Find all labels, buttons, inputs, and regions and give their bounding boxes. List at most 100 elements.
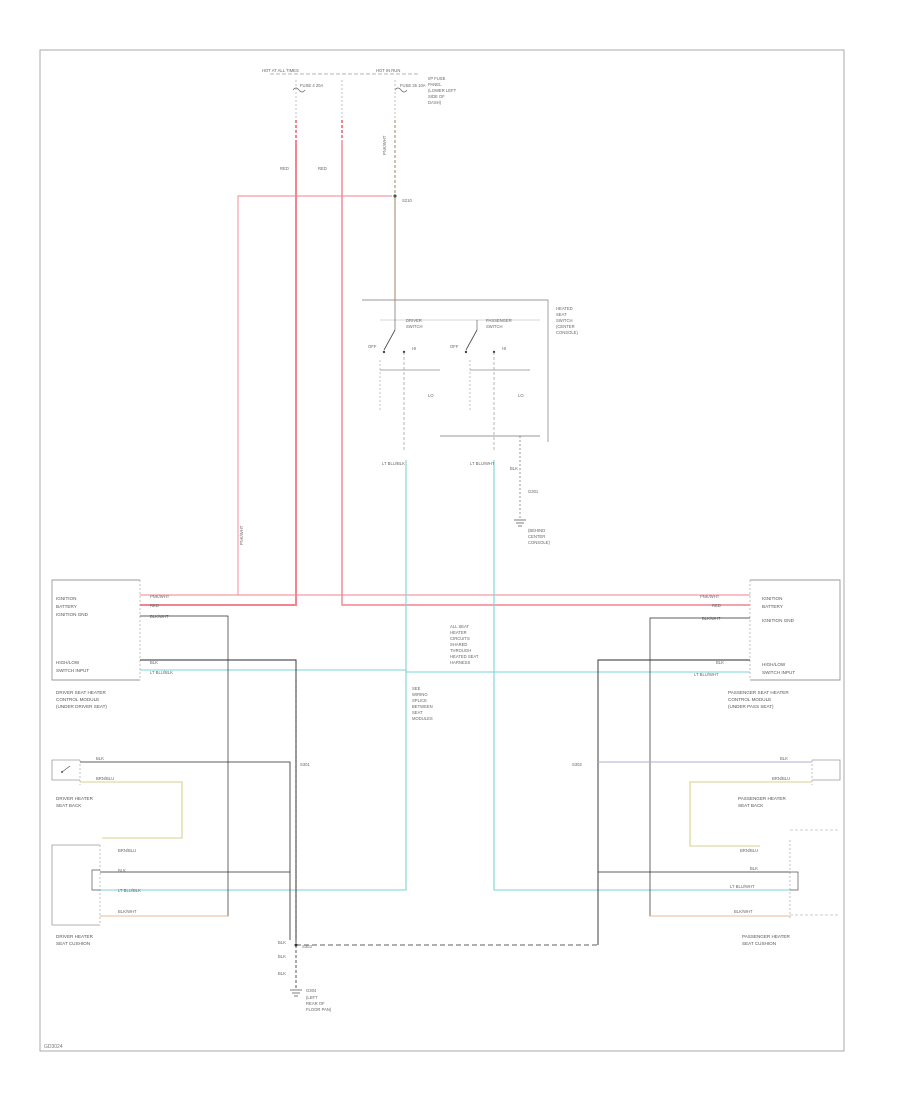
fuse-location-line: PANEL: [428, 82, 442, 87]
passenger-wire-label: RED: [712, 603, 721, 608]
switch-ground-note: CONSOLE): [528, 540, 550, 545]
driver-cushion-wire-label: BRN/BLU: [118, 848, 136, 853]
switch-feed: [393, 120, 397, 300]
switch-title-line: SEAT: [556, 312, 567, 317]
wire-red-label: RED: [280, 166, 289, 171]
driver-seat-cushion-heater: BRN/BLU BLK LT BLU/BLK BLK/WHT DRIVER HE…: [51, 844, 290, 946]
center-note-line: HARNESS: [450, 660, 470, 665]
driver-seat-back-heater: BLK BRN/BLU DRIVER HEATER SEAT BACK S301: [51, 756, 310, 940]
driver-cushion-wire-label: LT BLU/BLK: [118, 888, 141, 893]
yellow-element-wire: [80, 781, 183, 839]
ground-name: G304: [306, 988, 317, 993]
red-wire-ignition-feed: [140, 195, 392, 596]
battery-circuit: PNK/WHT: [140, 120, 750, 606]
ground-note-line: FLOOR PAN): [306, 1007, 332, 1012]
center-note-line: HEATED SEAT: [450, 654, 479, 659]
driver-module-name: (UNDER DRIVER SEAT): [56, 704, 107, 709]
cyan-wire-passenger: [493, 460, 790, 891]
heater-element-icon: [91, 869, 100, 891]
passenger-module-name: (UNDER PASS SEAT): [728, 704, 774, 709]
switch-ground-note: (BEHIND: [528, 528, 545, 533]
switch-lo-label: LO: [428, 393, 434, 398]
driver-switch-label: DRIVER: [406, 318, 422, 323]
center-note: ALL SEAT HEATER CIRCUITS SHARED THROUGH …: [450, 624, 479, 665]
fuse-b-label: FUSE 25 10A: [400, 83, 426, 88]
passenger-switch-label: SWITCH: [486, 324, 503, 329]
passenger-pin-battery: BATTERY: [762, 604, 783, 609]
driver-wire-label: BLK: [150, 660, 158, 665]
driver-pin-battery: BATTERY: [56, 604, 77, 609]
switch-ground-name: G301: [528, 489, 539, 494]
ground-icon: [514, 519, 526, 527]
driver-switch: DRIVER SWITCH OFF HI LO: [368, 300, 440, 450]
center-note-b: SEE WIRING SPLICE BETWEEN SEAT MODULES: [412, 686, 433, 721]
fuse-a-label: FUSE 4 20A: [300, 83, 323, 88]
splice-label: S302: [572, 762, 582, 767]
center-note-b-line: WIRING: [412, 692, 428, 697]
driver-back-wire-label: BLK: [96, 756, 104, 761]
passenger-cushion-name: PASSENGER HEATER: [742, 934, 791, 939]
passenger-seat-cushion-heater: BRN/BLU BLK LT BLU/WHT BLK/WHT PASSENGER…: [598, 829, 840, 946]
switch-off-label: OFF: [450, 344, 459, 349]
center-note-line: ALL SEAT: [450, 624, 470, 629]
switch-title-line: CONSOLE): [556, 330, 578, 335]
center-note-b-line: MODULES: [412, 716, 433, 721]
passenger-cushion-name: SEAT CUSHION: [742, 941, 776, 946]
wire-pnk-wht-label: PNK/WHT: [239, 525, 244, 545]
passenger-back-name: SEAT BACK: [738, 803, 764, 808]
switch-title-line: (CENTER: [556, 324, 575, 329]
ground-wire-label: BLK: [278, 954, 286, 959]
switch-ground-wire-label: BLK: [510, 466, 518, 471]
driver-seat-heater-module: IGNITION BATTERY IGNITION GND HIGH/LOW S…: [51, 579, 297, 990]
passenger-back-wire-label: BLK: [780, 756, 788, 761]
driver-pin-ignition-gnd: IGNITION GND: [56, 612, 89, 617]
heater-element-icon: [790, 871, 799, 891]
switch-signal-circuit: [100, 460, 790, 891]
passenger-cushion-wire-label: BRN/BLU: [740, 848, 758, 853]
wire-lt-blu-wht-label: LT BLU/WHT: [470, 461, 495, 466]
fuse-block: HOT AT ALL TIMES HOT IN RUN FUSE 4 20A F…: [262, 68, 457, 203]
passenger-back-name: PASSENGER HEATER: [738, 796, 787, 801]
switch-title-line: HEATED: [556, 306, 573, 311]
switch-title: HEATED SEAT SWITCH (CENTER CONSOLE): [556, 306, 578, 335]
thermostat-switch-icon: [61, 765, 71, 773]
driver-back-name: DRIVER HEATER: [56, 796, 94, 801]
diagram-code: GD3024: [44, 1044, 63, 1050]
driver-cushion-wire-label: BLK: [118, 868, 126, 873]
center-note-b-line: SEAT: [412, 710, 423, 715]
ground-icon: [290, 989, 302, 997]
hot-in-run-label: HOT IN RUN: [376, 68, 400, 73]
ground-note-line: (LEFT: [306, 995, 318, 1000]
driver-switch-label: SWITCH: [406, 324, 423, 329]
splice-label: S301: [300, 762, 310, 767]
driver-module-name: CONTROL MODULE: [56, 697, 99, 702]
driver-pin-switch-input: SWITCH INPUT: [56, 668, 89, 673]
switch-ground-note: CENTER: [528, 534, 545, 539]
fuse-b-symbol: [394, 87, 408, 93]
fuse-location-line: I/P FUSE: [428, 76, 446, 81]
cyan-wire-driver: [100, 460, 407, 891]
switch-lo-label: LO: [518, 393, 524, 398]
passenger-wire-label: PNK/WHT: [700, 594, 720, 599]
switch-hi-label: HI: [502, 346, 506, 351]
center-note-line: HEATER: [450, 630, 467, 635]
wire-lt-blu-blk-label: LT BLU/BLK: [382, 461, 405, 466]
passenger-pin-high-low: HIGH/LOW: [762, 662, 786, 667]
heated-seat-switch: HEATED SEAT SWITCH (CENTER CONSOLE) DRIV…: [362, 299, 578, 545]
diagram-border: [39, 49, 845, 1052]
driver-cushion-name: DRIVER HEATER: [56, 934, 94, 939]
center-note-line: SHARED: [450, 642, 467, 647]
driver-back-name: SEAT BACK: [56, 803, 82, 808]
splice-label: S303: [302, 944, 312, 949]
passenger-wire-label: LT BLU/WHT: [694, 672, 719, 677]
passenger-wire-label: BLK: [716, 660, 724, 665]
hot-at-all-times-label: HOT AT ALL TIMES: [262, 68, 299, 73]
passenger-pin-ignition-gnd: IGNITION GND: [762, 618, 795, 623]
passenger-module-name: PASSENGER SEAT HEATER: [728, 690, 789, 695]
driver-wire-label: RED: [150, 603, 159, 608]
passenger-pin-switch-input: SWITCH INPUT: [762, 670, 795, 675]
passenger-back-wire-label: BRN/BLU: [772, 776, 790, 781]
fuse-block-location: I/P FUSE PANEL (LOWER LEFT SIDE OF DASH): [428, 76, 457, 105]
driver-cushion-wire-label: BLK/WHT: [118, 909, 137, 914]
